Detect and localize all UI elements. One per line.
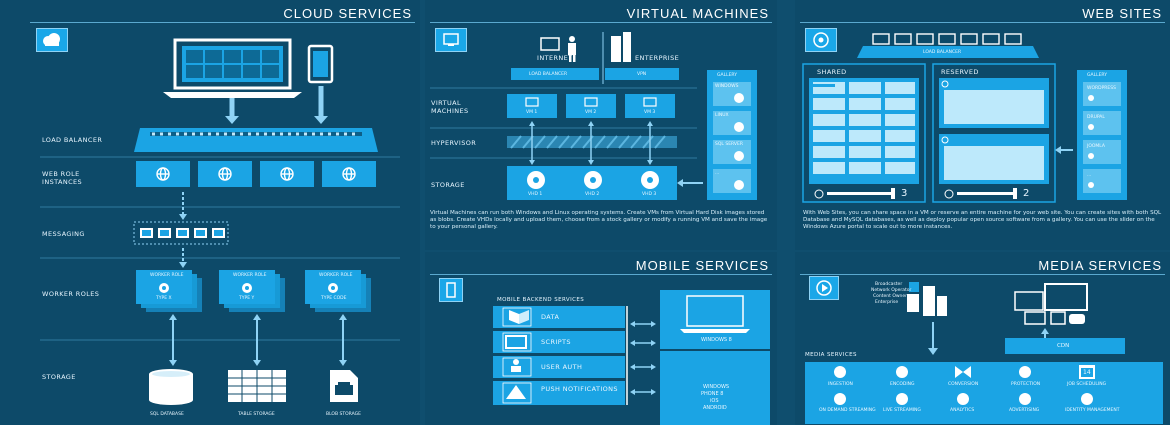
mobile-device-2-line3: iOS <box>710 398 719 404</box>
vm-gallery-item-2: LINUX <box>715 113 729 118</box>
web-reserved-label: RESERVED <box>941 68 979 76</box>
mobile-services-title: MOBILE SERVICES <box>635 258 769 273</box>
vm-1: VM 1 <box>526 110 538 115</box>
web-shared-count: 3 <box>901 188 908 199</box>
vm-load-balancer: LOAD BALANCER <box>529 72 568 77</box>
vm-2: VM 2 <box>585 110 597 115</box>
mobile-service-user-auth: USER AUTH <box>541 363 583 371</box>
media-services-panel: MEDIA SERVICES <box>795 252 1170 425</box>
mobile-device-2-line1: WINDOWS <box>703 384 730 390</box>
web-gallery-item-4: ... <box>1087 173 1092 178</box>
mobile-services-panel: MOBILE SERVICES <box>425 252 777 425</box>
mobile-device-2-line2: PHONE 8 <box>701 391 724 397</box>
cloud-icon <box>36 28 68 52</box>
worker-role-1-type: TYPE X <box>156 296 172 301</box>
media-service-protection: PROTECTION <box>1011 382 1041 387</box>
vm-icon <box>435 28 467 52</box>
media-date-badge: 14 <box>1083 369 1091 376</box>
media-source-2: Network Operator <box>871 288 912 293</box>
web-sites-panel: WEB SITES <box>795 0 1170 250</box>
mobile-backend-title: MOBILE BACKEND SERVICES <box>497 297 585 303</box>
mobile-device-windows8: WINDOWS 8 <box>701 337 732 343</box>
vm-gallery-item-3: SQL SERVER <box>715 142 743 147</box>
media-service-ingestion: INGESTION <box>828 382 853 387</box>
worker-role-1-name: WORKER ROLE <box>150 273 184 278</box>
cloud-services-panel: CLOUD SERVICES <box>0 0 420 425</box>
media-service-on-demand: ON DEMAND STREAMING <box>819 408 876 413</box>
web-description: With Web Sites, you can share space in a… <box>803 210 1162 230</box>
web-reserved-count: 2 <box>1023 188 1030 199</box>
vm-label-hypervisor: HYPERVISOR <box>431 139 477 147</box>
worker-role-3-type: TYPE CODE <box>321 296 347 301</box>
web-shared-label: SHARED <box>817 68 847 76</box>
worker-role-3-name: WORKER ROLE <box>319 273 353 278</box>
vm-enterprise-label: ENTERPRISE <box>635 54 680 62</box>
web-gallery-item-1: WORDPRESS <box>1087 86 1116 91</box>
mobile-service-push: PUSH NOTIFICATIONS <box>541 385 618 393</box>
web-gallery-item-2: DRUPAL <box>1087 115 1105 120</box>
media-icon <box>809 276 839 300</box>
media-service-encoding: ENCODING <box>890 382 915 387</box>
mobile-service-data: DATA <box>541 313 560 321</box>
cloud-label-messaging: MESSAGING <box>42 230 85 238</box>
cloud-label-worker-roles: WORKER ROLES <box>42 290 100 298</box>
virtual-machines-panel: VIRTUAL MACHINES <box>425 0 777 250</box>
media-source-3: Content Owner <box>873 294 908 299</box>
globe-icon <box>805 28 837 52</box>
vhd-2: VHD 2 <box>585 192 600 197</box>
vhd-3: VHD 3 <box>642 192 657 197</box>
storage-blob-storage: BLOB STORAGE <box>326 412 361 417</box>
media-section-label: MEDIA SERVICES <box>805 352 857 358</box>
media-service-live: LIVE STREAMING <box>883 408 921 413</box>
vm-gallery-title: GALLERY <box>717 73 738 78</box>
vhd-1: VHD 1 <box>528 192 543 197</box>
cloud-label-storage: STORAGE <box>42 373 76 381</box>
web-gallery-title: GALLERY <box>1087 73 1108 78</box>
worker-role-2-type: TYPE Y <box>239 296 255 301</box>
virtual-machines-title: VIRTUAL MACHINES <box>626 6 769 21</box>
cloud-label-web-role-instances: WEB ROLE INSTANCES <box>42 170 83 186</box>
vm-internet-label: INTERNET <box>537 54 573 62</box>
media-service-identity: IDENTITY MANAGEMENT <box>1065 408 1120 413</box>
vm-description: Virtual Machines can run both Windows an… <box>430 210 768 230</box>
web-load-balancer: LOAD BALANCER <box>923 50 962 55</box>
mobile-service-scripts: SCRIPTS <box>541 338 571 346</box>
media-cdn: CDN <box>1057 343 1070 349</box>
media-service-advertising: ADVERTISING <box>1009 408 1040 413</box>
vm-3: VM 3 <box>644 110 656 115</box>
media-service-job-scheduling: JOB SCHEDULING <box>1067 382 1107 387</box>
vm-gallery-item-4: ... <box>715 171 720 176</box>
media-source-4: Enterprise <box>875 300 899 305</box>
web-sites-title: WEB SITES <box>1082 6 1162 21</box>
vm-label-virtual-machines: VIRTUAL MACHINES <box>431 99 469 115</box>
vm-gallery-item-1: WINDOWS <box>715 84 739 89</box>
cloud-label-load-balancer: LOAD BALANCER <box>42 136 103 144</box>
cloud-services-title: CLOUD SERVICES <box>283 6 412 21</box>
media-service-analytics: ANALYTICS <box>950 408 975 413</box>
web-gallery-item-3: JOOMLA <box>1087 144 1105 149</box>
storage-sql-database: SQL DATABASE <box>150 412 184 417</box>
mobile-device-2-line4: ANDROID <box>703 405 727 411</box>
vm-vpn: VPN <box>637 72 647 77</box>
media-source-1: Broadcaster <box>875 282 903 287</box>
vm-label-storage: STORAGE <box>431 181 465 189</box>
storage-table-storage: TABLE STORAGE <box>238 412 275 417</box>
media-services-title: MEDIA SERVICES <box>1038 258 1162 273</box>
worker-role-2-name: WORKER ROLE <box>233 273 267 278</box>
media-service-conversion: CONVERSION <box>948 382 979 387</box>
mobile-icon <box>439 278 463 302</box>
